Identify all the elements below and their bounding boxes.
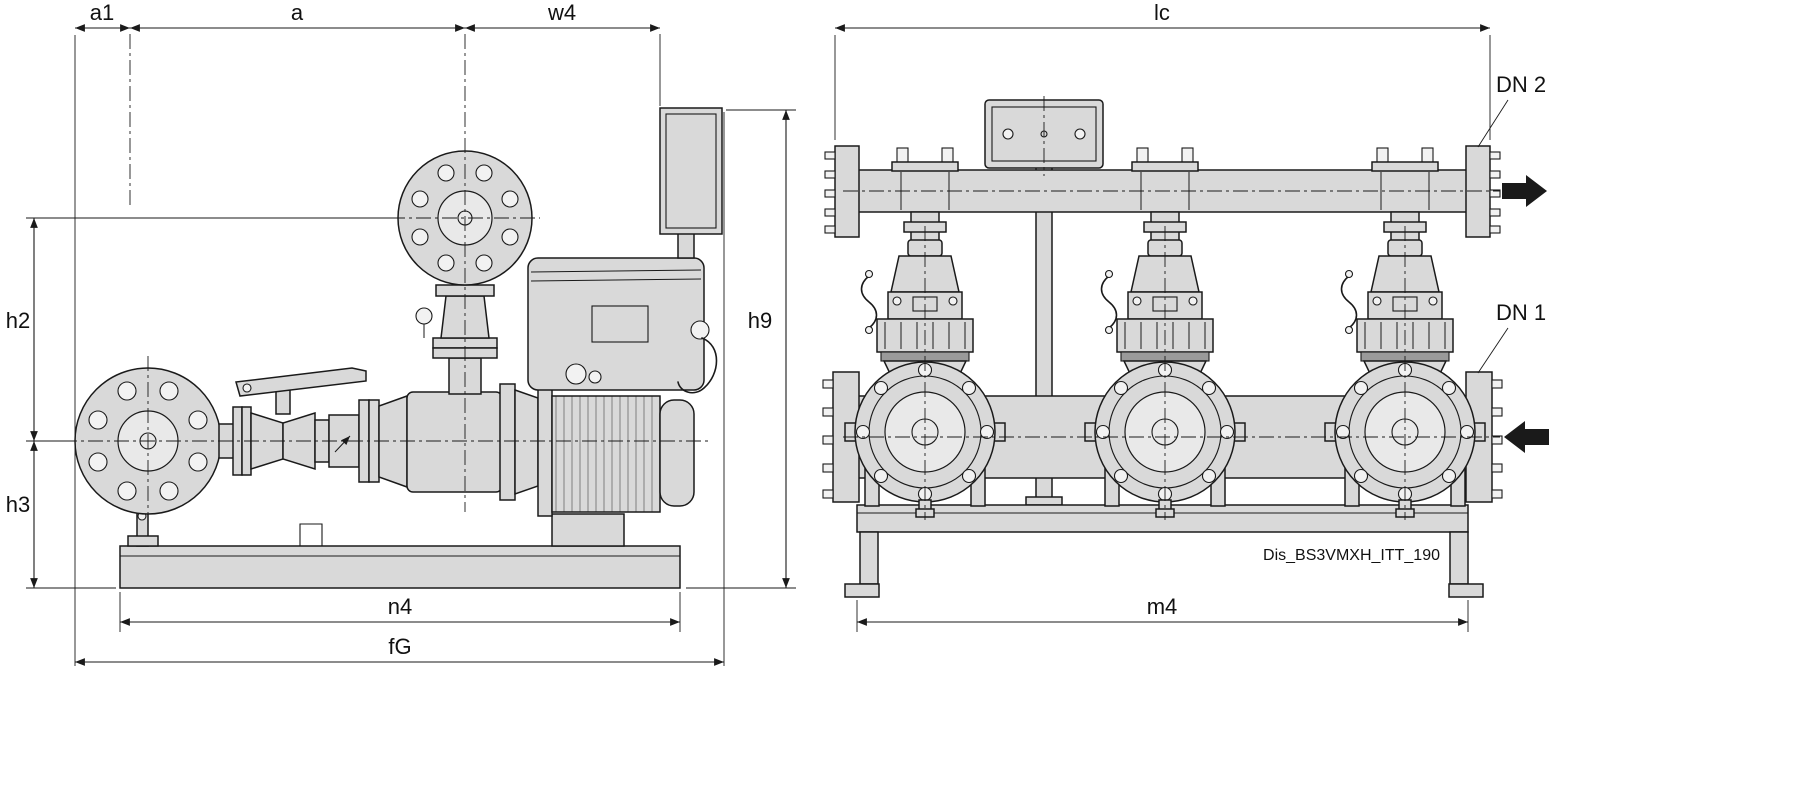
side-view-centerlines [62,34,712,528]
flow-tick-icon [334,435,351,453]
discharge-manifold-left-flange [824,145,860,238]
discharge-stack [415,284,498,359]
dim-label-lc: lc [1154,0,1170,25]
front-view-centerlines [843,190,1500,438]
control-box [659,107,723,259]
dim-label-h3: h3 [6,492,30,517]
label-dn1: DN 1 [1496,300,1546,325]
motor-cable [677,337,718,394]
front-view-dimensions: lc m4 [834,0,1491,632]
pump-casing [406,357,539,501]
flow-in-arrow-icon [1504,421,1549,453]
dim-label-a1: a1 [90,0,114,25]
base-frame [119,545,681,589]
side-view-dimensions: a1 a w4 h2 h3 h9 n4 fG [6,0,796,666]
label-dn2: DN 2 [1496,72,1546,97]
drive-display [591,305,649,343]
dim-label-n4: n4 [388,594,412,619]
dim-label-a: a [291,0,304,25]
ball-valve-assembly [218,367,367,476]
motor [537,387,695,517]
pressure-tap-icon [415,307,433,325]
dim-label-h2: h2 [6,308,30,333]
valve-lever-handle [235,367,367,397]
side-view: a1 a w4 h2 h3 h9 n4 fG [6,0,796,666]
control-panel [984,96,1104,176]
dim-label-w4: w4 [547,0,576,25]
dim-label-h9: h9 [748,308,772,333]
front-view: DN 2 DN 1 lc m4 Dis_BS3VMXH_ITT_190 [822,0,1549,632]
discharge-manifold-right-flange [1465,145,1501,238]
frequency-drive [527,257,718,394]
check-valve [314,394,408,489]
flow-out-arrow-icon [1502,175,1547,207]
dim-label-fG: fG [388,634,411,659]
cable-gland-icon [690,320,710,340]
connection-labels: DN 2 DN 1 [1477,72,1546,374]
drawing-id-label: Dis_BS3VMXH_ITT_190 [1263,547,1440,564]
dim-label-m4: m4 [1147,594,1178,619]
